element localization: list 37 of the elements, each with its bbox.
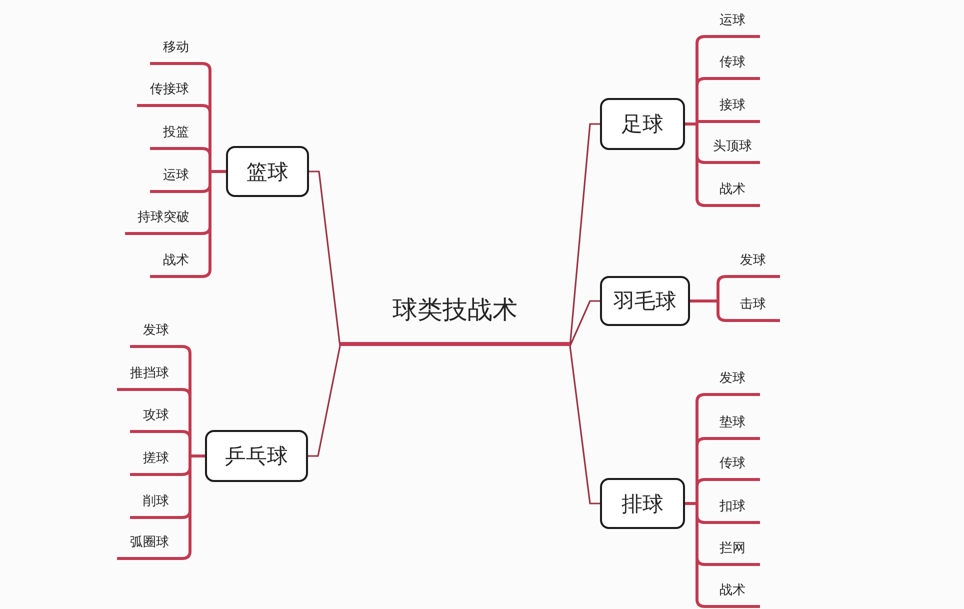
item-text: 垫球 bbox=[705, 406, 760, 440]
item-text: 推挡球 bbox=[117, 357, 182, 391]
connector-line bbox=[308, 346, 341, 457]
connector-line bbox=[690, 300, 726, 322]
item-text: 战术 bbox=[705, 574, 760, 608]
branch-box: 篮球 bbox=[226, 146, 309, 197]
item-text: 击球 bbox=[726, 288, 780, 322]
branch-box: 羽毛球 bbox=[600, 276, 690, 326]
item-text: 弧圈球 bbox=[117, 526, 182, 560]
connector-line bbox=[309, 170, 341, 346]
item-text: 运球 bbox=[150, 159, 202, 193]
item-text: 战术 bbox=[705, 173, 760, 207]
item-text: 发球 bbox=[705, 362, 760, 396]
connector-line bbox=[569, 123, 600, 346]
item-text: 运球 bbox=[705, 4, 760, 38]
topic-text: 球类技战术 bbox=[340, 284, 570, 346]
item-text: 发球 bbox=[130, 314, 182, 348]
item-text: 传接球 bbox=[137, 73, 202, 107]
branch-box: 乒乓球 bbox=[205, 430, 308, 482]
item-text: 攻球 bbox=[130, 399, 182, 433]
branch-box: 排球 bbox=[600, 478, 685, 529]
item-text: 持球突破 bbox=[125, 201, 202, 235]
item-text: 头顶球 bbox=[705, 130, 760, 164]
connector-line bbox=[569, 300, 600, 346]
item-text: 扣球 bbox=[705, 490, 760, 524]
item-text: 发球 bbox=[726, 244, 780, 278]
connector-line bbox=[569, 346, 600, 504]
item-text: 接球 bbox=[705, 89, 760, 123]
item-text: 移动 bbox=[150, 31, 202, 65]
item-text: 投篮 bbox=[150, 116, 202, 150]
branch-box: 足球 bbox=[600, 98, 685, 150]
item-text: 传球 bbox=[705, 46, 760, 80]
item-text: 搓球 bbox=[130, 442, 182, 476]
item-text: 战术 bbox=[150, 244, 202, 278]
item-text: 拦网 bbox=[705, 532, 760, 566]
item-text: 削球 bbox=[130, 485, 182, 519]
item-text: 传球 bbox=[705, 447, 760, 481]
